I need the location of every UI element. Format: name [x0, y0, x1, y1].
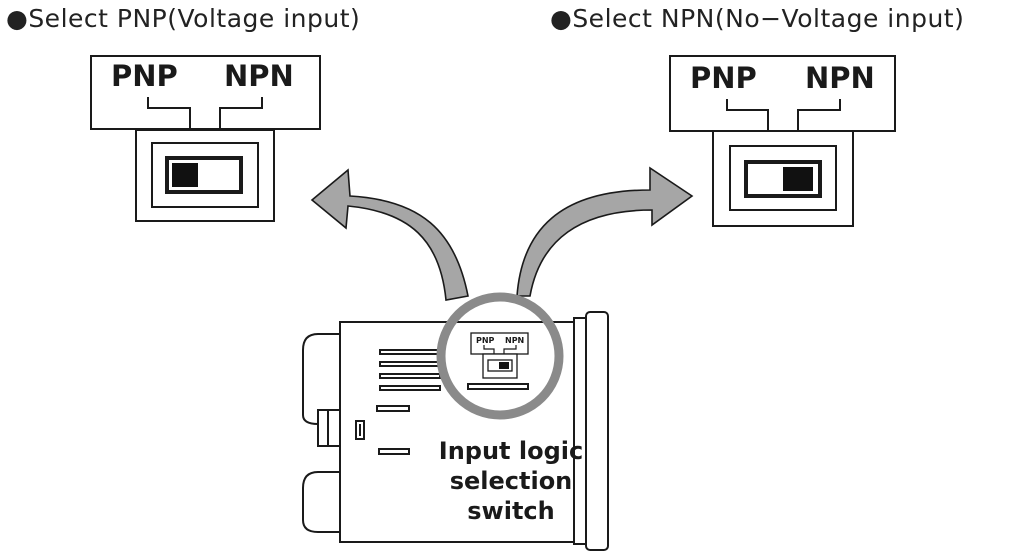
label-npn-right: NPN	[805, 61, 875, 95]
front-bezel	[585, 311, 609, 551]
bracket-line-npn	[797, 99, 841, 131]
pnp-selection-panel	[90, 55, 321, 222]
arrow-to-npn	[516, 166, 694, 297]
rear-connector-top	[302, 333, 341, 425]
magnifier-circle	[436, 292, 564, 420]
caption-select-npn: ●Select NPN(No−Voltage input)	[550, 4, 965, 33]
vent-slot	[379, 385, 441, 391]
npn-selection-panel	[669, 55, 896, 227]
mini-label-pnp: PNP	[476, 336, 495, 345]
callout-input-logic-switch: Input logic selection switch	[418, 436, 604, 526]
switch-knob	[172, 163, 198, 187]
label-npn-left: NPN	[224, 59, 294, 93]
vent-slot	[379, 349, 441, 355]
vent-slot	[379, 373, 441, 379]
mini-switch-knob	[499, 362, 509, 369]
caption-select-pnp: ●Select PNP(Voltage input)	[6, 4, 361, 33]
label-box	[90, 55, 321, 130]
bracket-line-pnp	[726, 99, 769, 131]
mini-label-npn: NPN	[505, 336, 525, 345]
vent-slot	[379, 361, 441, 367]
label-pnp-right: PNP	[690, 61, 757, 95]
side-slot	[378, 448, 410, 455]
switch-knob	[783, 167, 813, 191]
callout-line: selection	[449, 467, 573, 495]
rear-connector-bottom	[302, 471, 341, 533]
bracket-line-npn	[219, 97, 263, 130]
label-pnp-left: PNP	[111, 59, 178, 93]
arrow-to-pnp	[310, 168, 469, 301]
bracket-line-pnp	[147, 97, 191, 130]
callout-line: Input logic	[438, 437, 584, 465]
side-slot	[376, 405, 410, 412]
side-slot	[467, 383, 529, 390]
label-box	[669, 55, 896, 132]
callout-line: switch	[467, 497, 555, 525]
device-body	[302, 311, 609, 551]
